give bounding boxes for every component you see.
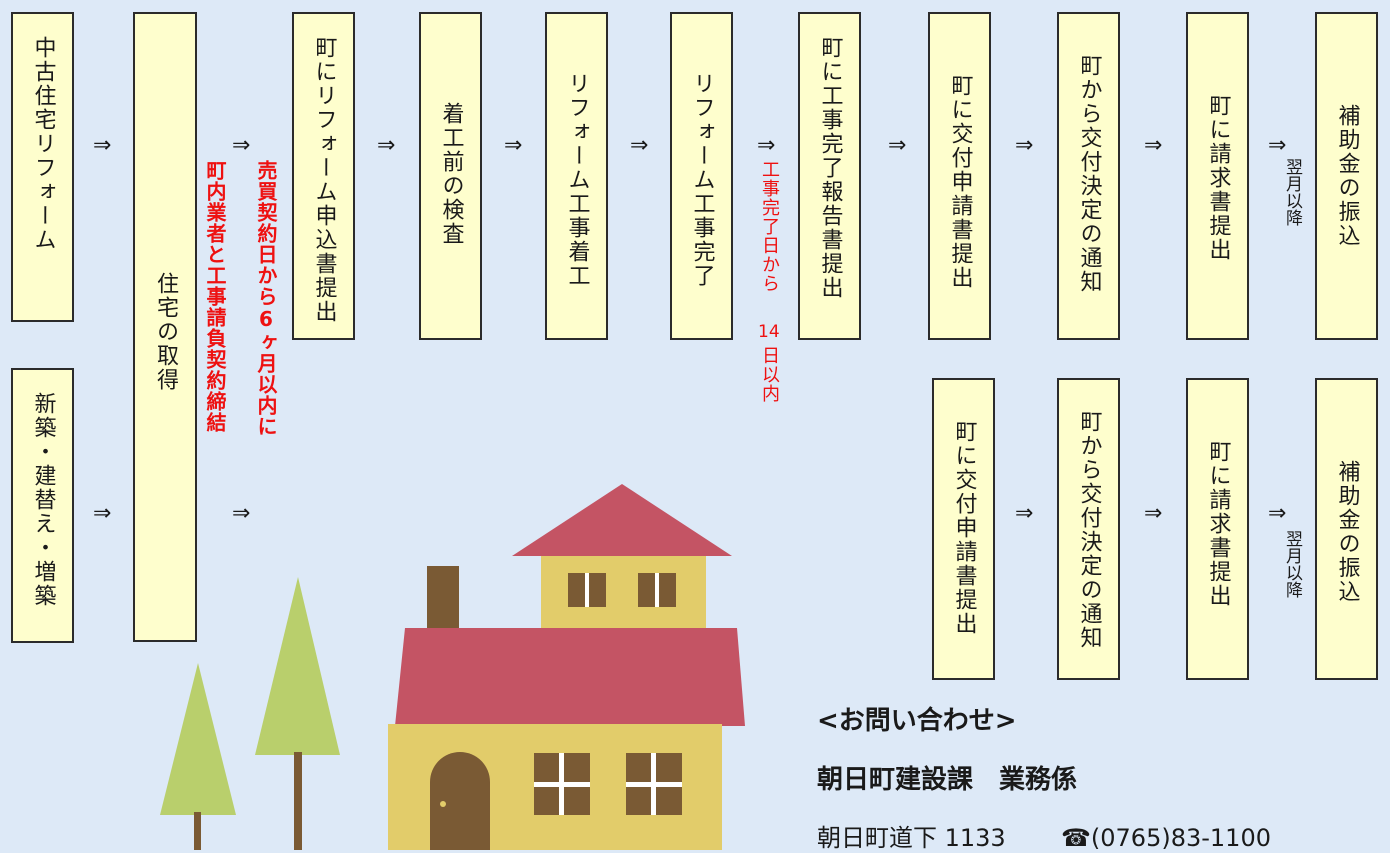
step-label: 町に交付申請書提出 bbox=[947, 74, 973, 290]
arrow-icon: ⇒ bbox=[1268, 501, 1287, 526]
arrow-icon: ⇒ bbox=[93, 133, 112, 158]
step-grant-notice: 町から交付決定の通知 bbox=[1057, 12, 1120, 340]
contact-department: 朝日町建設課 業務係 bbox=[817, 765, 1078, 795]
tree-small bbox=[160, 663, 236, 850]
step-label: 町に工事完了報告書提出 bbox=[817, 36, 843, 300]
step-label: 新築・建替え・増築 bbox=[30, 392, 56, 608]
step-invoice: 町に請求書提出 bbox=[1186, 12, 1249, 340]
step-grant-apply-2: 町に交付申請書提出 bbox=[932, 378, 995, 680]
step-label: 中古住宅リフォーム bbox=[30, 36, 56, 252]
step-grant-apply: 町に交付申請書提出 bbox=[928, 12, 991, 340]
step-label: 町から交付決定の通知 bbox=[1076, 54, 1102, 294]
arrow-icon: ⇒ bbox=[93, 501, 112, 526]
next-month-label: 翌月以降 bbox=[1282, 158, 1302, 226]
arrow-icon: ⇒ bbox=[504, 133, 523, 158]
note-report-deadline: 工事完了日から bbox=[759, 160, 780, 293]
note-contract-local: 町内業者と工事請負契約締結 bbox=[203, 160, 227, 433]
step-transfer-2: 補助金の振込 bbox=[1315, 378, 1378, 680]
step-transfer: 補助金の振込 bbox=[1315, 12, 1378, 340]
arrow-icon: ⇒ bbox=[888, 133, 907, 158]
next-month-label-2: 翌月以降 bbox=[1282, 530, 1302, 598]
step-work-done: リフォーム工事完了 bbox=[670, 12, 733, 340]
contact-address: 朝日町道下 1133 bbox=[817, 824, 1006, 852]
step-label: 着工前の検査 bbox=[438, 102, 464, 246]
step-work-start: リフォーム工事着工 bbox=[545, 12, 608, 340]
note-contract-limit: 売買契約日から6ヶ月以内に bbox=[254, 160, 278, 437]
arrow-icon: ⇒ bbox=[630, 133, 649, 158]
tree-large bbox=[255, 577, 340, 850]
step-grant-notice-2: 町から交付決定の通知 bbox=[1057, 378, 1120, 680]
main-roof bbox=[395, 628, 745, 726]
arrow-icon: ⇒ bbox=[377, 133, 396, 158]
step-completion-report: 町に工事完了報告書提出 bbox=[798, 12, 861, 340]
step-reform-apply: 町にリフォーム申込書提出 bbox=[292, 12, 355, 340]
door bbox=[430, 752, 490, 850]
step-label: リフォーム工事着工 bbox=[564, 72, 590, 288]
step-label: 町にリフォーム申込書提出 bbox=[311, 36, 337, 324]
chimney bbox=[427, 566, 459, 632]
step-label: 町から交付決定の通知 bbox=[1076, 410, 1102, 650]
step-invoice-2: 町に請求書提出 bbox=[1186, 378, 1249, 680]
arrow-icon: ⇒ bbox=[1144, 501, 1163, 526]
arrow-icon: ⇒ bbox=[1144, 133, 1163, 158]
arrow-icon: ⇒ bbox=[232, 133, 251, 158]
step-label: リフォーム工事完了 bbox=[689, 72, 715, 288]
upper-wall bbox=[541, 556, 706, 630]
step-label: 補助金の振込 bbox=[1334, 460, 1360, 604]
step-label: 町に請求書提出 bbox=[1205, 440, 1231, 608]
contact-heading: <お問い合わせ> bbox=[817, 706, 1017, 736]
contact-line: 朝日町道下 1133 ☎(0765)83-1100 bbox=[817, 818, 1271, 853]
step-label: 町に請求書提出 bbox=[1205, 94, 1231, 262]
arrow-icon: ⇒ bbox=[1268, 133, 1287, 158]
step-acquire: 住宅の取得 bbox=[133, 12, 197, 642]
step-label: 補助金の振込 bbox=[1334, 104, 1360, 248]
arrow-icon: ⇒ bbox=[232, 501, 251, 526]
step-start-reform: 中古住宅リフォーム bbox=[11, 12, 74, 322]
step-label: 住宅の取得 bbox=[153, 272, 178, 392]
contact-phone: ☎(0765)83-1100 bbox=[1061, 824, 1271, 852]
note-report-deadline-suffix: 日以内 bbox=[759, 346, 780, 403]
arrow-icon: ⇒ bbox=[1015, 501, 1034, 526]
step-label: 町に交付申請書提出 bbox=[951, 420, 977, 636]
step-start-new: 新築・建替え・増築 bbox=[11, 368, 74, 643]
upper-roof bbox=[512, 484, 732, 556]
contact-block: <お問い合わせ> 朝日町建設課 業務係 朝日町道下 1133 ☎(0765)83… bbox=[817, 700, 1271, 853]
arrow-icon: ⇒ bbox=[1015, 133, 1034, 158]
step-pre-inspection: 着工前の検査 bbox=[419, 12, 482, 340]
arrow-icon: ⇒ bbox=[757, 133, 776, 158]
note-report-deadline-days: 14 bbox=[758, 322, 780, 342]
